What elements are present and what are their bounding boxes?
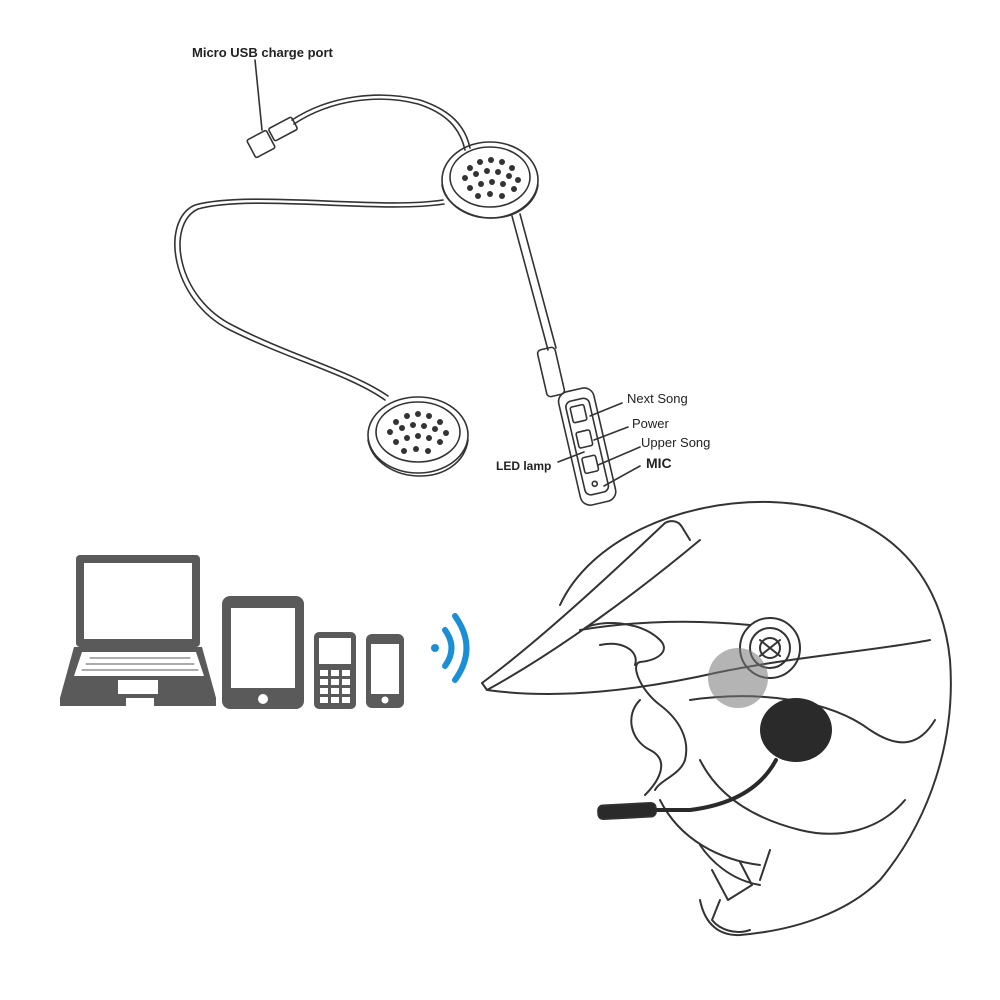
visor-pivot-icon <box>739 617 801 679</box>
usb-connector-icon <box>246 59 298 159</box>
headset-illustration <box>174 59 641 506</box>
left-speaker-icon <box>367 396 469 477</box>
control-unit <box>557 387 617 506</box>
tablet-icon <box>222 596 304 709</box>
laptop-icon <box>60 555 216 708</box>
next-song-button <box>569 403 588 424</box>
right-speaker-icon <box>441 141 539 219</box>
usb-port-label: Micro USB charge port <box>192 45 333 60</box>
helmet-illustration <box>481 500 952 937</box>
power-button <box>575 429 594 449</box>
device-row <box>60 555 404 709</box>
feature-phone-icon <box>314 632 356 709</box>
right-speaker-grille <box>462 157 521 199</box>
upper-song-label: Upper Song <box>641 435 711 450</box>
led-lamp-label: LED lamp <box>496 459 552 473</box>
smartphone-icon <box>366 634 404 708</box>
upper-song-button <box>581 454 600 475</box>
mic-label: MIC <box>646 455 672 471</box>
helmet-speaker-icon <box>760 698 832 762</box>
bluetooth-wave-icon <box>431 613 470 683</box>
mic-hole <box>591 480 599 488</box>
speaker-overlay-icon <box>708 648 768 708</box>
next-song-label: Next Song <box>627 391 688 406</box>
helmet-mic-boom <box>597 758 778 821</box>
power-label: Power <box>632 416 669 431</box>
left-speaker-grille <box>387 411 449 454</box>
